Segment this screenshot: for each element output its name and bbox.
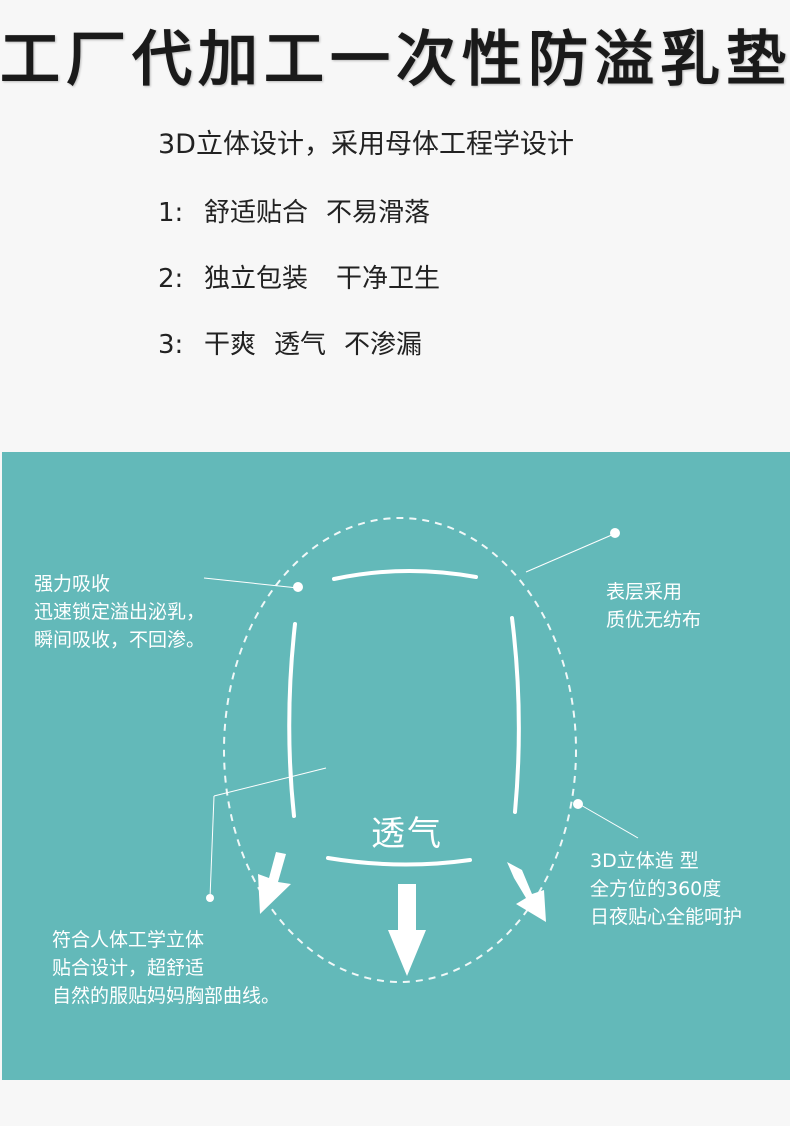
- callout-ergonomic-fit: 符合人体工学立体 贴合设计，超舒适 自然的服贴妈妈胸部曲线。: [52, 926, 280, 1010]
- feature-item: 1: 舒适贴合不易滑落: [158, 193, 440, 259]
- callout-dot-fit: [206, 894, 214, 902]
- feature-number: 3:: [158, 330, 184, 360]
- pad-right-curve: [510, 616, 521, 814]
- callout-line-absorb: [203, 577, 299, 589]
- callout-text: 自然的服贴妈妈胸部曲线。: [52, 985, 281, 1007]
- callout-line-fit-h: [213, 767, 327, 797]
- breathable-label: 透气: [371, 814, 443, 854]
- callout-line-3d: [578, 803, 639, 839]
- callout-text: 贴合设计，超舒适: [52, 957, 205, 979]
- pad-outline: [223, 517, 577, 983]
- feature-text: 舒适贴合: [204, 198, 309, 228]
- callout-text: 3D立体造 型: [590, 850, 699, 872]
- callout-absorb: 强力吸收 迅速锁定溢出泌乳， 瞬间吸收，不回渗。: [34, 570, 205, 654]
- breast-pad-diagram: [203, 517, 639, 983]
- feature-text: 干净卫生: [336, 264, 441, 294]
- feature-list: 1: 舒适贴合不易滑落 2: 独立包装干净卫生 3: 干爽透气不渗漏: [158, 193, 440, 391]
- page-title: 工厂代加工一次性防溢乳垫: [0, 25, 790, 95]
- arrow-down-left: [258, 852, 291, 914]
- pad-top-curve: [332, 569, 478, 581]
- feature-number: 1:: [158, 198, 184, 228]
- callout-3d-shape: 3D立体造 型 全方位的360度 日夜贴心全能呵护: [590, 847, 742, 931]
- feature-text: 不渗漏: [344, 330, 423, 360]
- arrow-down-right: [507, 862, 546, 922]
- feature-text: 透气: [274, 330, 327, 360]
- callout-dot-absorb: [293, 582, 303, 592]
- callout-text: 符合人体工学立体: [52, 929, 205, 951]
- feature-text: 干爽: [204, 330, 257, 360]
- callout-line-fit-v: [209, 795, 215, 899]
- feature-text: 独立包装: [204, 264, 309, 294]
- callout-text: 日夜贴心全能呵护: [590, 906, 743, 928]
- callout-text: 全方位的360度: [590, 878, 722, 900]
- feature-text: 不易滑落: [326, 198, 431, 228]
- callout-text: 强力吸收: [34, 573, 111, 595]
- callout-text: 迅速锁定溢出泌乳，: [34, 601, 206, 623]
- pad-left-curve: [287, 622, 297, 818]
- callout-dot-3d: [573, 799, 583, 809]
- callout-line-surface: [525, 533, 615, 573]
- callout-surface: 表层采用 质优无纺布: [606, 578, 701, 634]
- bottom-margin: [0, 1080, 790, 1126]
- callout-text: 表层采用: [606, 581, 683, 603]
- feature-item: 2: 独立包装干净卫生: [158, 259, 440, 325]
- pad-bottom-curve: [326, 856, 472, 867]
- callout-text: 瞬间吸收，不回渗。: [34, 629, 206, 651]
- feature-number: 2:: [158, 264, 184, 294]
- diagram-panel: 透气 强力吸收 迅速锁定溢出泌乳， 瞬间吸收，不回渗。 表层采用 质优无纺布 3…: [2, 452, 790, 1080]
- callout-text: 质优无纺布: [606, 609, 702, 631]
- arrow-down-center: [388, 884, 426, 976]
- page-subtitle: 3D立体设计，采用母体工程学设计: [158, 129, 574, 160]
- feature-item: 3: 干爽透气不渗漏: [158, 325, 440, 391]
- callout-dot-surface: [610, 528, 620, 538]
